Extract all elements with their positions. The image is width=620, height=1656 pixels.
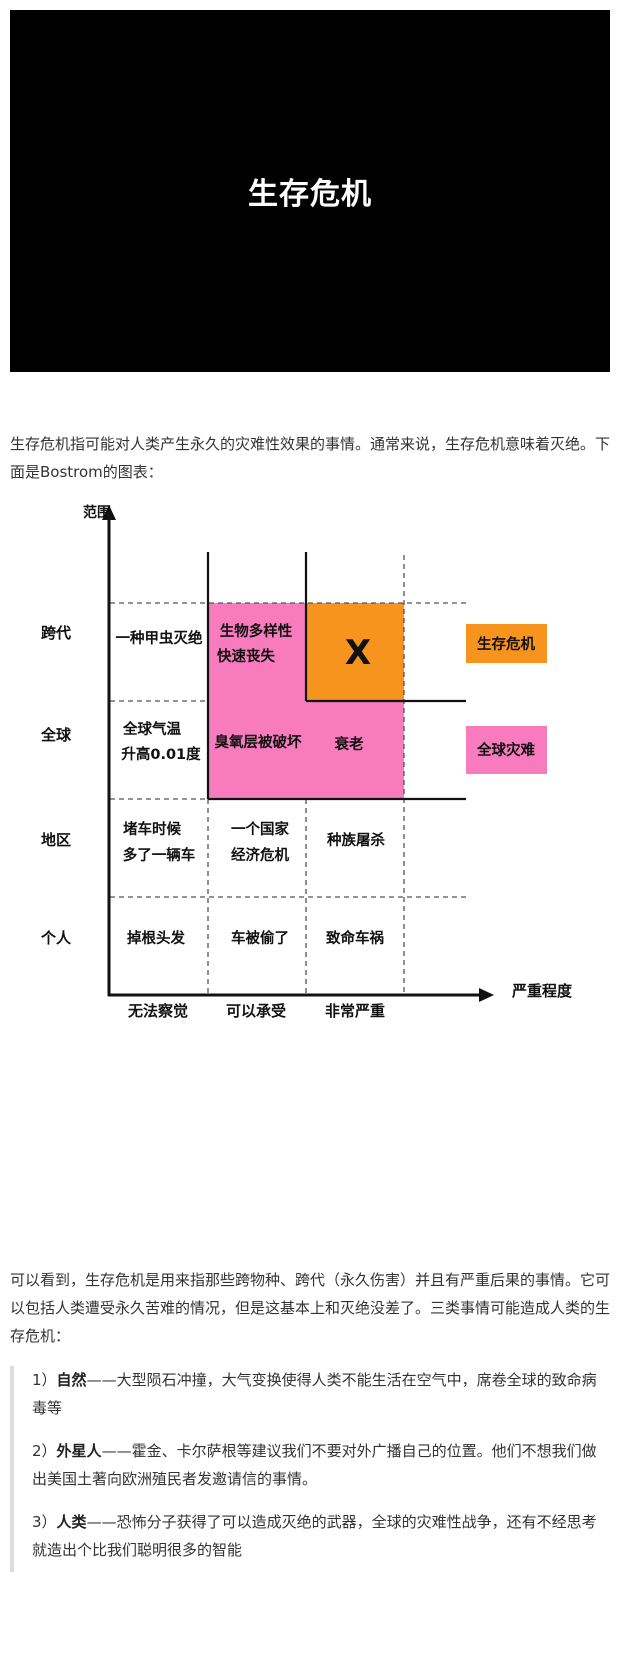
explanation-paragraph: 可以看到，生存危机是用来指那些跨物种、跨代（永久伤害）并且有严重后果的事情。它可… bbox=[10, 1271, 611, 1345]
risk-chart-svg: 范围 严重程度 跨代 全球 地区 个人 无法察觉 可以承受 非常严重 一种甲虫灭… bbox=[40, 504, 573, 1020]
x-axis-arrow bbox=[479, 988, 494, 1002]
list-item-prefix: 3） bbox=[32, 1513, 57, 1531]
list-item-term: 人类 bbox=[56, 1513, 87, 1531]
cell-traffic-line1: 堵车时候 bbox=[123, 820, 181, 838]
cell-beetle-extinction: 一种甲虫灭绝 bbox=[116, 629, 203, 647]
cell-biodiversity-line1: 生物多样性 bbox=[220, 622, 293, 640]
list-item: 2）外星人——霍金、卡尔萨根等建议我们不要对外广播自己的位置。他们不想我们做出美… bbox=[32, 1437, 610, 1493]
cell-genocide: 种族屠杀 bbox=[326, 831, 385, 849]
y-axis-arrow bbox=[102, 505, 116, 520]
col-label-crushing: 非常严重 bbox=[325, 1002, 385, 1020]
risk-categories-blockquote: 1）自然——大型陨石冲撞，大气变换使得人类不能生活在空气中，席卷全球的致命病毒等… bbox=[10, 1366, 610, 1572]
cell-aging: 衰老 bbox=[334, 735, 364, 753]
cell-biodiversity-line2: 快速丧失 bbox=[217, 647, 275, 665]
list-item: 3）人类——恐怖分子获得了可以造成灭绝的武器，全球的灾难性战争，还有不经思考就造… bbox=[32, 1508, 610, 1564]
cell-existential-x: X bbox=[345, 633, 371, 673]
list-item-term: 自然 bbox=[56, 1371, 87, 1389]
col-label-imperceptible: 无法察觉 bbox=[127, 1002, 188, 1020]
legend-global-label: 全球灾难 bbox=[476, 741, 535, 759]
cell-ozone: 臭氧层被破坏 bbox=[215, 733, 302, 751]
x-axis-label: 严重程度 bbox=[511, 982, 573, 1000]
list-item-term: 外星人 bbox=[56, 1442, 102, 1460]
cell-hair-loss: 掉根头发 bbox=[127, 929, 185, 947]
cell-biodiversity-fill bbox=[208, 603, 306, 799]
legend-global-swatch bbox=[466, 726, 547, 774]
row-label-transgenerational: 跨代 bbox=[41, 624, 71, 642]
row-label-personal: 个人 bbox=[40, 929, 72, 947]
boundary-lines bbox=[206, 552, 466, 801]
y-axis-label: 范围 bbox=[83, 504, 111, 521]
list-item-text: ——大型陨石冲撞，大气变换使得人类不能生活在空气中，席卷全球的致命病毒等 bbox=[32, 1371, 597, 1417]
cell-fatal-crash: 致命车祸 bbox=[326, 929, 384, 947]
list-item-text: ——霍金、卡尔萨根等建议我们不要对外广播自己的位置。他们不想我们做出美国土著向欧… bbox=[32, 1442, 597, 1488]
intro-paragraph: 生存危机指可能对人类产生永久的灾难性效果的事情。通常来说，生存危机意味着灭绝。下… bbox=[10, 435, 611, 481]
cell-recession-line2: 经济危机 bbox=[231, 846, 289, 864]
axes bbox=[107, 514, 480, 997]
banner-title: 生存危机 bbox=[248, 177, 372, 212]
cell-warming-line1: 全球气温 bbox=[122, 720, 181, 738]
legend-existential-label: 生存危机 bbox=[477, 635, 535, 653]
cell-warming-line2: 升高0.01度 bbox=[121, 745, 201, 763]
legend-existential-swatch bbox=[466, 624, 547, 663]
cell-traffic-line2: 多了一辆车 bbox=[123, 846, 196, 864]
list-item-text: ——恐怖分子获得了可以造成灭绝的武器，全球的灾难性战争，还有不经思考就造出个比我… bbox=[32, 1513, 597, 1559]
list-item-prefix: 2） bbox=[32, 1442, 57, 1460]
cell-existential-fill bbox=[306, 603, 404, 701]
cell-aging-fill bbox=[306, 701, 404, 799]
banner-image: 生存危机 bbox=[10, 10, 610, 372]
col-label-endurable: 可以承受 bbox=[226, 1002, 286, 1020]
row-label-local: 地区 bbox=[41, 831, 71, 849]
list-item: 1）自然——大型陨石冲撞，大气变换使得人类不能生活在空气中，席卷全球的致命病毒等 bbox=[32, 1366, 610, 1422]
cell-car-stolen: 车被偷了 bbox=[231, 929, 289, 947]
row-label-global: 全球 bbox=[40, 726, 72, 744]
list-item-prefix: 1） bbox=[32, 1371, 57, 1389]
cell-recession-line1: 一个国家 bbox=[231, 820, 289, 838]
bostrom-risk-chart: 范围 严重程度 跨代 全球 地区 个人 无法察觉 可以承受 非常严重 一种甲虫灭… bbox=[10, 500, 610, 1100]
